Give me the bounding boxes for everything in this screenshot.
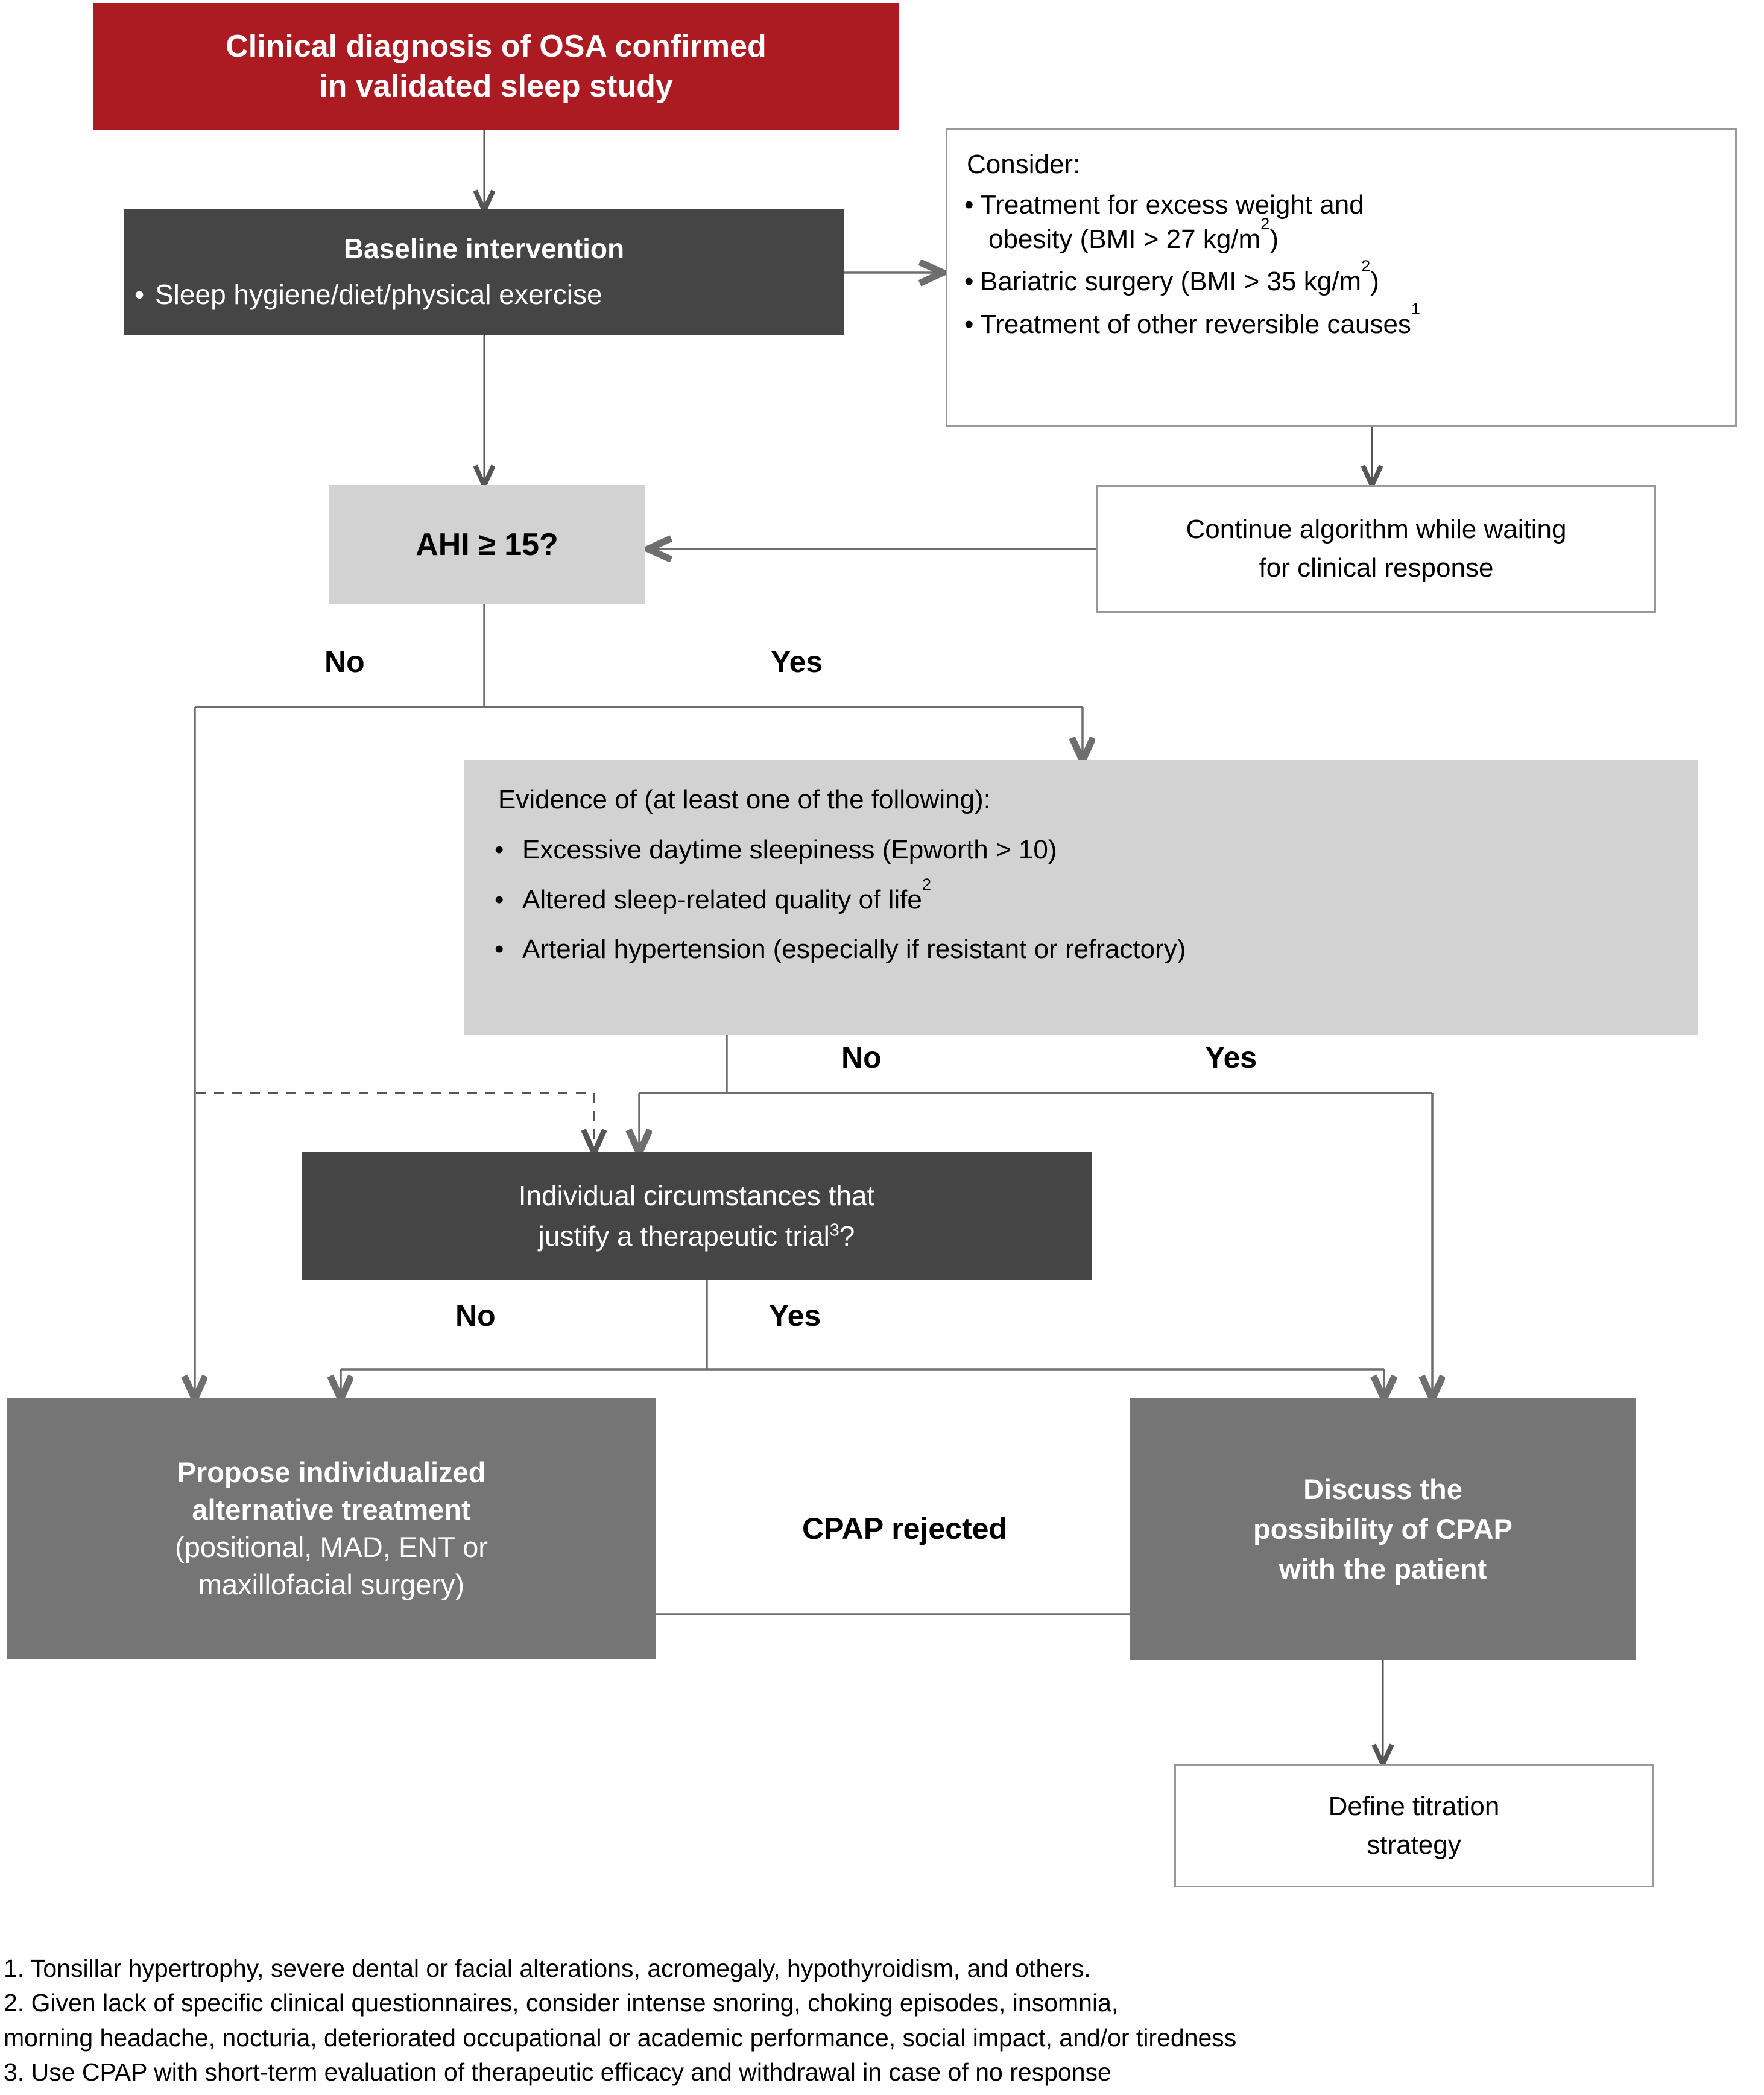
node-evidence[interactable]: Evidence of (at least one of the followi… <box>464 760 1698 1035</box>
consider-heading: Consider: <box>967 150 1081 179</box>
titration-line-1: Define titration <box>1328 1791 1500 1821</box>
trial-line-2a: justify a therapeutic trial <box>538 1220 830 1252</box>
node-ahi-decision[interactable]: AHI ≥ 15? <box>329 485 645 604</box>
continue-line-2: for clinical response <box>1259 553 1494 583</box>
ahi-label: AHI ≥ 15? <box>416 527 558 562</box>
bullet-icon: • <box>495 834 504 864</box>
continue-line-1: Continue algorithm while waiting <box>1186 515 1567 545</box>
edge-label-cpap-rejected: CPAP rejected <box>802 1512 1007 1545</box>
node-diagnosis[interactable]: Clinical diagnosis of OSA confirmed in v… <box>93 3 899 130</box>
footnote-3: 3. Use CPAP with short-term evaluation o… <box>4 2058 1111 2087</box>
node-alternative-treatment[interactable]: Propose individualized alternative treat… <box>7 1398 656 1659</box>
bullet-icon: • <box>134 279 145 310</box>
bullet-icon: • <box>964 189 974 220</box>
evidence-item-1: • Excessive daytime sleepiness (Epworth … <box>488 834 1674 866</box>
diagnosis-line-2: in validated sleep study <box>319 68 673 104</box>
node-continue-algorithm[interactable]: Continue algorithm while waiting for cli… <box>1096 485 1656 613</box>
trial-line-2b: ? <box>839 1220 855 1252</box>
edge-label-evidence-yes: Yes <box>1205 1041 1257 1074</box>
bullet-icon: • <box>495 884 504 914</box>
trial-line-2: justify a therapeutic trial3? <box>302 1216 1092 1257</box>
cpap-line-1: Discuss the <box>1303 1473 1462 1506</box>
node-discuss-cpap[interactable]: Discuss the possibility of CPAP with the… <box>1130 1398 1636 1660</box>
consider-item-2-text-c: ) <box>1370 267 1379 297</box>
evidence-item-1-text: Excessive daytime sleepiness (Epworth > … <box>522 834 1057 864</box>
node-baseline-intervention[interactable]: Baseline intervention • Sleep hygiene/di… <box>124 209 844 335</box>
baseline-bullet-text: Sleep hygiene/diet/physical exercise <box>155 279 602 310</box>
evidence-item-3: • Arterial hypertension (especially if r… <box>488 934 1674 966</box>
consider-item-1-text: Treatment for excess weight and <box>980 189 1364 220</box>
footnote-2: 2. Given lack of specific clinical quest… <box>4 1989 1119 2017</box>
alternative-line-2: alternative treatment <box>192 1493 471 1526</box>
node-therapeutic-trial[interactable]: Individual circumstances that justify a … <box>302 1152 1092 1280</box>
edge-label-trial-yes: Yes <box>769 1299 821 1333</box>
baseline-title: Baseline intervention <box>343 233 625 265</box>
evidence-item-3-text: Arterial hypertension (especially if res… <box>522 934 1186 965</box>
cpap-line-3: with the patient <box>1279 1552 1487 1585</box>
alternative-line-3: (positional, MAD, ENT or <box>175 1531 488 1563</box>
edge-label-trial-no: No <box>455 1299 496 1333</box>
consider-item-1-text-c: ) <box>1269 224 1279 254</box>
cpap-line-2: possibility of CPAP <box>1253 1513 1513 1545</box>
edge-label-evidence-no: No <box>841 1041 882 1074</box>
edge-label-ahi-no: No <box>324 645 365 679</box>
footnotes-block: 1. Tonsillar hypertrophy, severe dental … <box>4 1951 1753 2090</box>
node-titration-strategy[interactable]: Define titration strategy <box>1174 1764 1654 1887</box>
bullet-icon: • <box>495 934 504 965</box>
alternative-line-4: maxillofacial surgery) <box>198 1568 465 1601</box>
node-consider[interactable]: Consider: • Treatment for excess weight … <box>946 128 1737 427</box>
diagnosis-line-1: Clinical diagnosis of OSA confirmed <box>226 28 767 64</box>
titration-line-2: strategy <box>1367 1830 1461 1860</box>
consider-item-3-text: Treatment of other reversible causes <box>980 309 1411 340</box>
edge-label-ahi-yes: Yes <box>771 645 823 679</box>
consider-item-1: • Treatment for excess weight and <box>964 189 1718 221</box>
bullet-icon: • <box>964 267 974 297</box>
consider-item-2-text: Bariatric surgery (BMI > 35 kg/m <box>980 267 1362 297</box>
footnote-2-cont: morning headache, nocturia, deteriorated… <box>4 2023 1237 2052</box>
evidence-item-2-text: Altered sleep-related quality of life <box>522 884 922 914</box>
sup-3: 3 <box>829 1220 839 1240</box>
evidence-heading: Evidence of (at least one of the followi… <box>498 785 991 814</box>
footnote-1: 1. Tonsillar hypertrophy, severe dental … <box>4 1954 1091 1982</box>
trial-line-1: Individual circumstances that <box>518 1180 875 1212</box>
bullet-icon: • <box>964 309 974 340</box>
alternative-line-1: Propose individualized <box>177 1456 486 1488</box>
consider-item-1-text-b: obesity (BMI > 27 kg/m <box>988 224 1261 254</box>
